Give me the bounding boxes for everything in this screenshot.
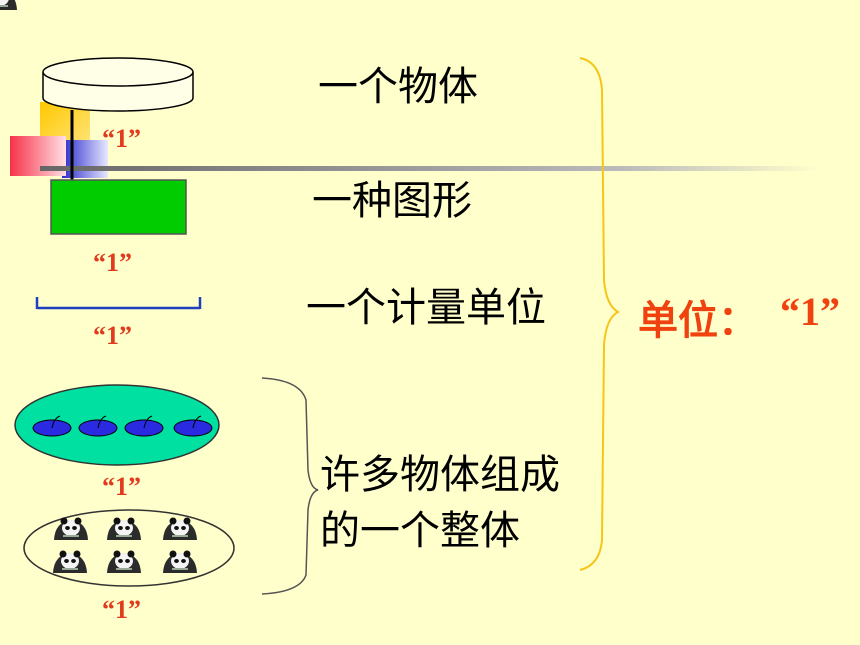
pond-with-leaves <box>14 384 220 466</box>
one-label: “1” <box>93 248 132 277</box>
horizontal-divider <box>40 166 820 171</box>
one-label: “1” <box>93 321 132 350</box>
item-unit-of-measure: 一个计量单位 <box>306 285 546 331</box>
leaf-icon <box>173 415 213 437</box>
one-label: “1” <box>102 124 141 153</box>
unit-label: 单位： <box>638 298 758 344</box>
leaf-icon <box>32 415 72 437</box>
summary-brace <box>579 57 621 571</box>
item-shape: 一种图形 <box>312 178 472 224</box>
panda-group <box>0 0 235 587</box>
item-group-line1: 许多物体组成 <box>320 452 560 498</box>
one-label: “1” <box>102 472 141 501</box>
unit-value: “1” <box>780 289 840 334</box>
cylinder-icon <box>42 57 194 112</box>
leaf-icon <box>78 415 118 437</box>
one-label: “1” <box>102 595 141 624</box>
panda-icon <box>0 0 17 10</box>
group-brace <box>261 377 319 595</box>
line-segment-icon <box>35 297 202 310</box>
item-group-line2: 的一个整体 <box>320 508 520 554</box>
item-object: 一个物体 <box>318 64 478 110</box>
green-rectangle <box>50 179 187 235</box>
leaf-icon <box>124 415 164 437</box>
